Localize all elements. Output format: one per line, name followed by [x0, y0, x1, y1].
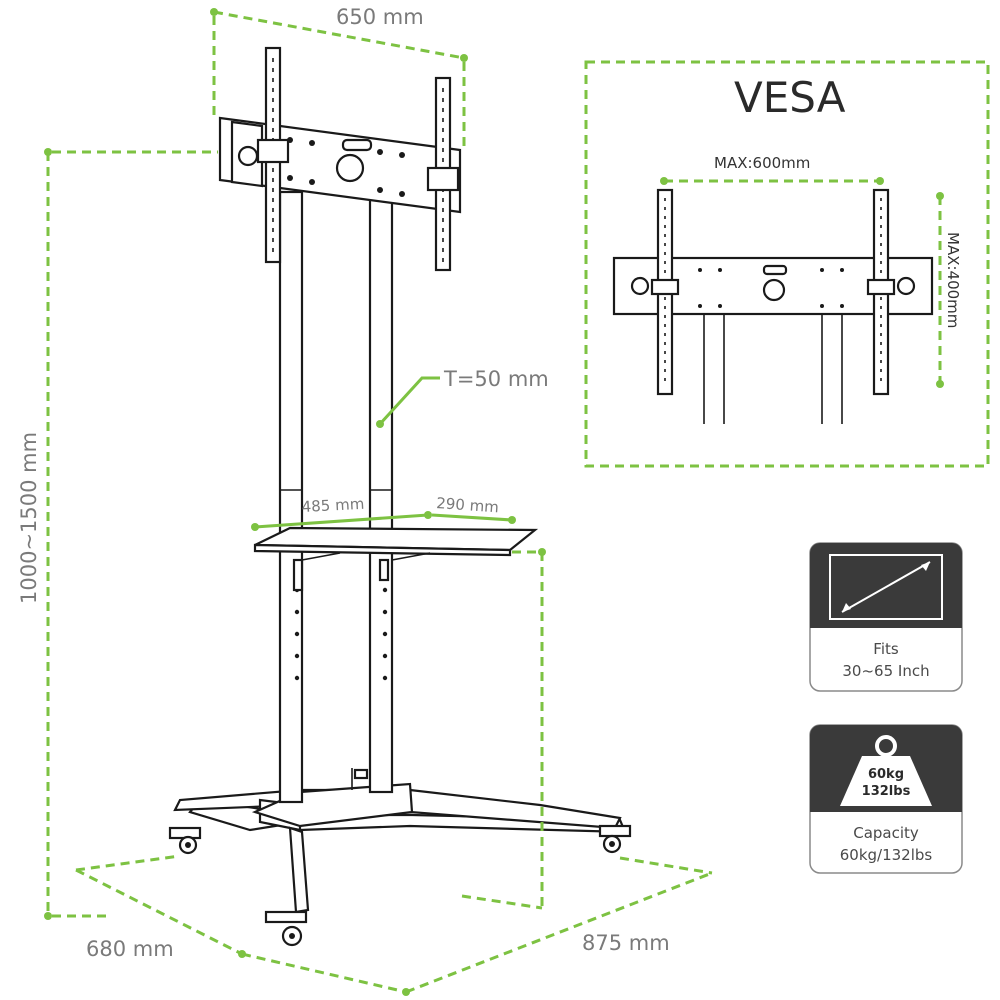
caster-front-left — [168, 826, 202, 855]
capacity-card: 60kg 132lbs Capacity 60kg/132lbs — [809, 724, 963, 874]
vesa-panel: VESA MAX:600mm MAX:400mm — [584, 60, 990, 468]
capacity-value: 60kg/132lbs — [840, 846, 933, 864]
caster-back — [353, 768, 369, 780]
dim-base-depth: 680 mm — [86, 937, 174, 961]
capacity-label: Capacity — [853, 824, 919, 842]
dim-shelf-depth: 290 mm — [436, 494, 500, 516]
vesa-bracket-drawing — [612, 188, 934, 424]
dim-base-width: 875 mm — [582, 931, 670, 955]
tv-diagonal-icon — [829, 554, 943, 620]
dim-tube: T=50 mm — [443, 367, 549, 391]
shelf — [253, 526, 539, 592]
dim-height-range: 1000~1500 mm — [17, 432, 41, 604]
weight-icon — [840, 735, 932, 806]
dimension-lines — [44, 8, 713, 996]
dim-shelf-width: 485 mm — [301, 495, 364, 516]
caster-front-center — [264, 910, 308, 947]
vesa-title: VESA — [734, 73, 846, 122]
fits-card: Fits 30~65 Inch — [809, 542, 963, 692]
vesa-max-horizontal: MAX:600mm — [714, 154, 810, 172]
weight-badge-lbs: 132lbs — [862, 784, 911, 799]
fits-range: 30~65 Inch — [842, 662, 929, 680]
fits-label: Fits — [873, 640, 899, 658]
tv-stand-illustration — [168, 46, 632, 947]
caster-front-right — [598, 824, 632, 854]
dim-650: 650 mm — [336, 5, 424, 29]
tv-mount-plate — [218, 46, 462, 272]
weight-badge-kg: 60kg — [868, 767, 904, 782]
vesa-max-vertical: MAX:400mm — [944, 232, 962, 328]
